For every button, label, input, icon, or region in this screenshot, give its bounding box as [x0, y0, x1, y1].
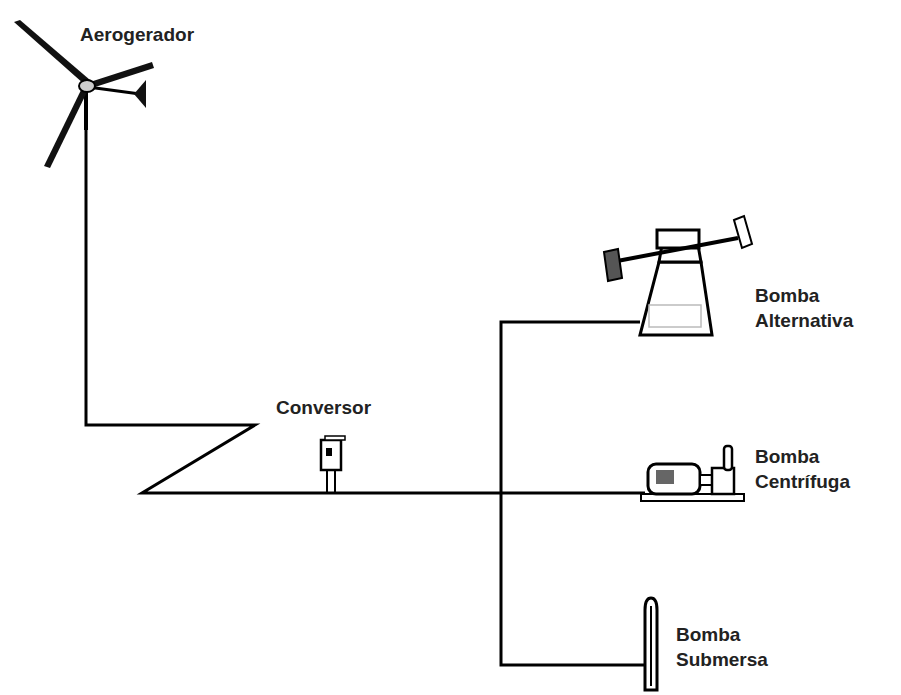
centrifugal-pump [641, 446, 744, 501]
label-conversor: Conversor [276, 395, 371, 420]
reciprocating-pump [604, 216, 752, 335]
wire [86, 95, 645, 493]
wire [501, 322, 645, 665]
submersible-pump [645, 598, 657, 690]
label-pump: Bomba Centrífuga [755, 444, 885, 494]
label-pump: Bomba Submersa [676, 622, 796, 672]
label-aerogerador: Aerogerador [80, 22, 194, 47]
converter-box [321, 436, 345, 493]
label-pump: Bomba Alternativa [755, 283, 885, 333]
